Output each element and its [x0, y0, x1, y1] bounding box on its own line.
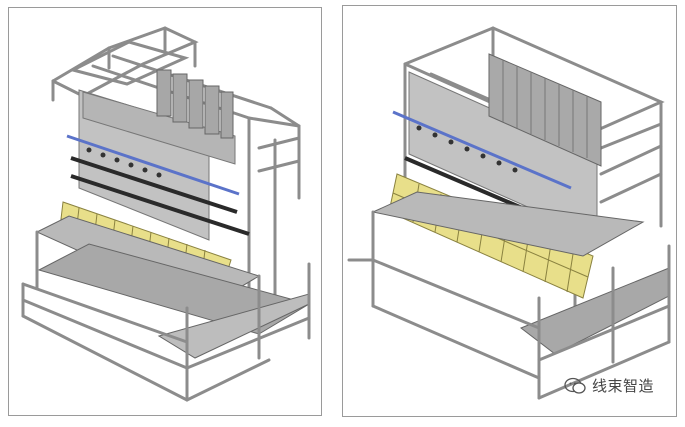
workbench-drawing-left — [21, 26, 311, 402]
blue-rail — [392, 110, 572, 190]
hooks — [416, 125, 518, 173]
workbench-drawing-right — [347, 26, 671, 400]
watermark-text: 线束智造 — [591, 377, 654, 395]
hooks — [86, 147, 162, 178]
work-surface — [371, 191, 645, 257]
watermark: 线束智造 — [564, 375, 654, 396]
blue-rail — [66, 134, 240, 196]
wechat-icon — [564, 377, 586, 394]
workbench-render-left — [8, 7, 322, 416]
workbench-render-right: 线束智造 — [342, 5, 677, 417]
base-frame — [347, 210, 671, 400]
base-frame — [21, 230, 311, 402]
hanging-parts — [156, 69, 234, 139]
